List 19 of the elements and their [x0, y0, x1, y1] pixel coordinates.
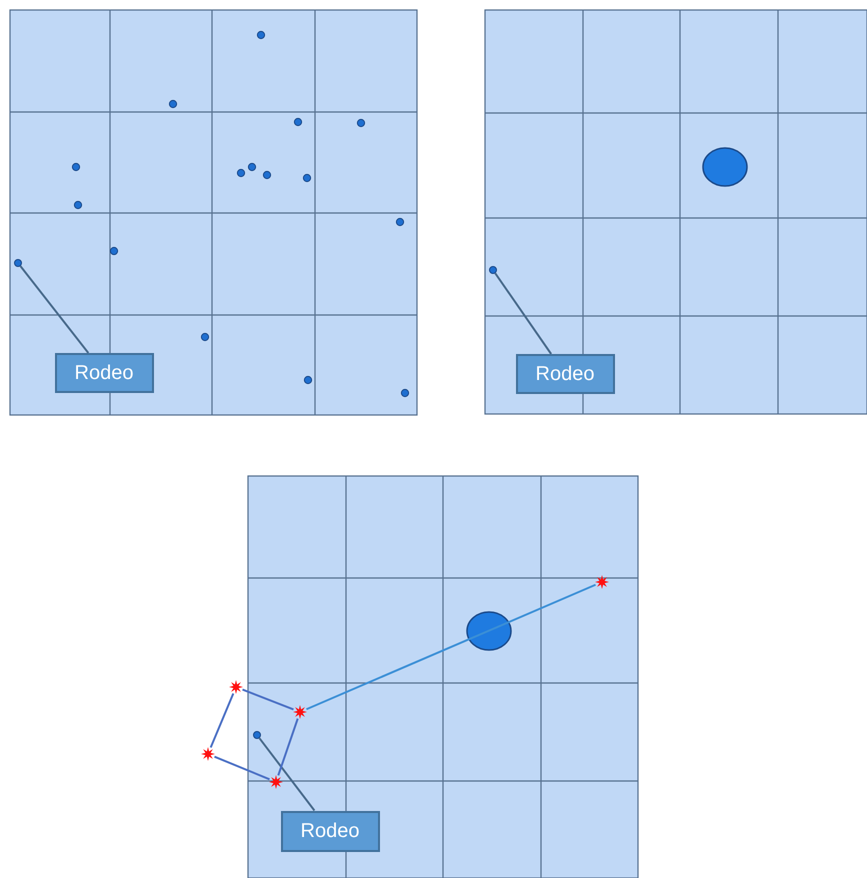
star-marker: [293, 705, 307, 719]
connector-line: [210, 693, 234, 748]
label-box: Rodeo: [516, 354, 614, 394]
star-marker: [201, 747, 215, 761]
dot-marker: [14, 259, 22, 267]
leader-line: [20, 266, 90, 354]
label-box: Rodeo: [54, 353, 154, 393]
leader-line: [258, 738, 316, 812]
star-marker: [229, 680, 243, 694]
dot-marker: [253, 731, 261, 739]
connector-line: [214, 756, 270, 780]
star-marker: [269, 775, 283, 789]
leader-line: [494, 272, 552, 355]
connector-line: [277, 718, 299, 776]
label-box: Rodeo: [280, 810, 380, 852]
connector-line: [306, 584, 596, 710]
connector-line: [242, 688, 294, 710]
dot-marker: [489, 266, 497, 274]
star-marker: [595, 575, 609, 589]
